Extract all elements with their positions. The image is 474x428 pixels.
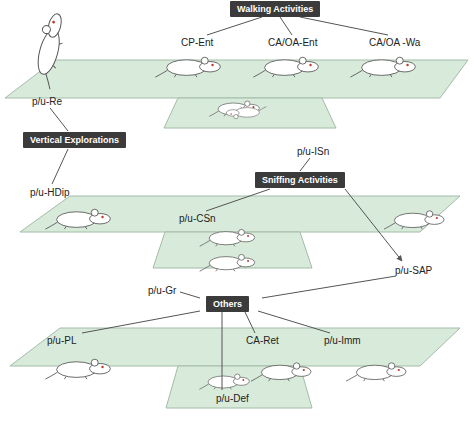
behaviour-label: p/u-Imm [323, 335, 362, 346]
behaviour-label: p/u-Def [215, 393, 250, 404]
behaviour-label: p/u-Gr [147, 285, 177, 296]
behaviour-label: p/u-HDip [29, 187, 70, 198]
behaviour-label: CA/OA-Ent [267, 37, 318, 48]
category-title: Vertical Explorations [30, 135, 119, 145]
category-title: Walking Activities [237, 4, 313, 14]
category-box: Others [206, 296, 249, 312]
behaviour-label: CP-Ent [180, 37, 214, 48]
category-box: Vertical Explorations [23, 132, 126, 148]
category-box: Sniffing Activities [255, 172, 345, 188]
rat-figures [28, 11, 444, 389]
behaviour-label: p/u-PL [46, 335, 77, 346]
leader-lines [50, 17, 402, 390]
category-box: Walking Activities [230, 1, 320, 17]
category-title: Others [213, 299, 242, 309]
behaviour-label: CA/OA -Wa [368, 37, 421, 48]
behaviour-label: p/u-ISn [296, 146, 330, 157]
behaviour-label: p/u-Re [31, 96, 63, 107]
category-title: Sniffing Activities [262, 175, 338, 185]
behaviour-label: p/u-SAP [394, 265, 433, 276]
behaviour-label: CA-Ret [245, 335, 280, 346]
behaviour-label: p/u-CSn [178, 213, 217, 224]
platform [5, 60, 468, 408]
